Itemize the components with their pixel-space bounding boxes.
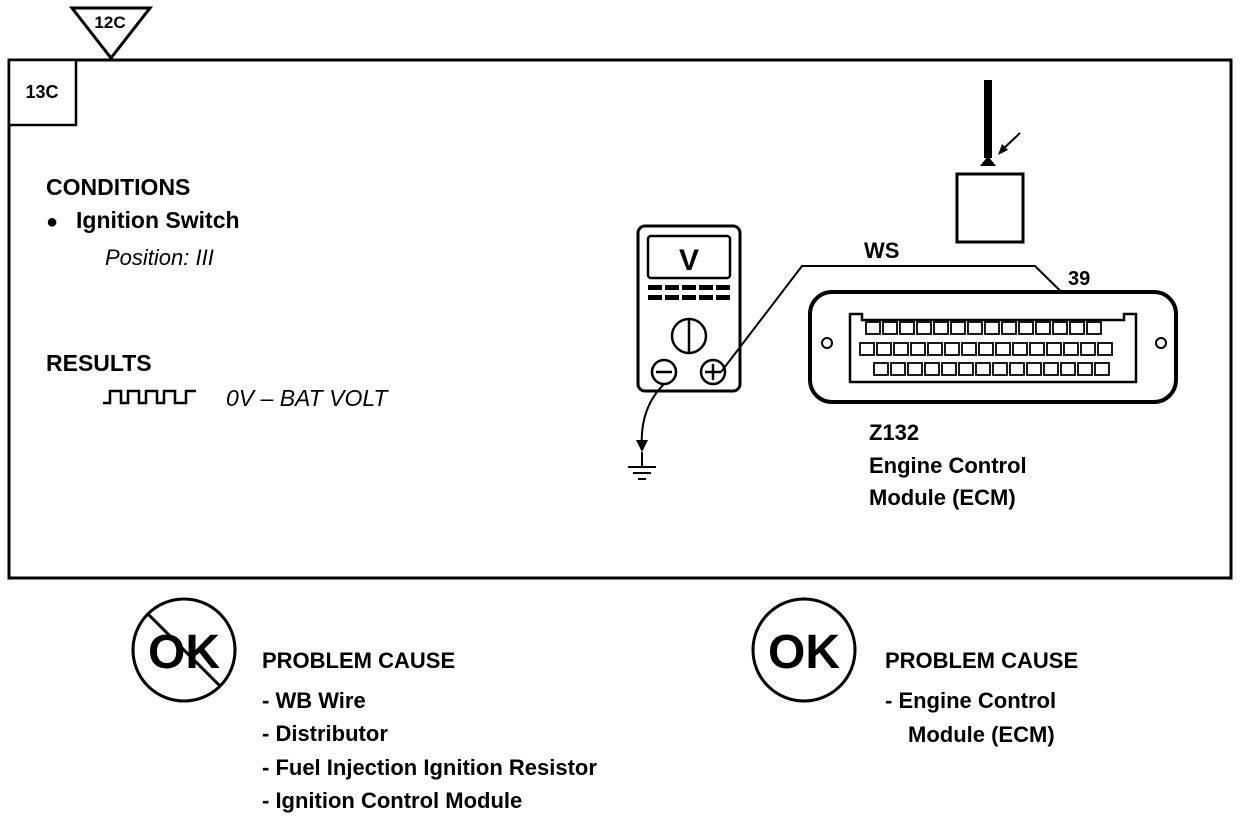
connector-pin (1026, 362, 1042, 376)
connector-pin (941, 362, 957, 376)
connector-pin (1063, 342, 1079, 356)
ecm-connector[interactable] (808, 290, 1178, 404)
cause-item: - Distributor (262, 721, 388, 746)
previous-step-marker[interactable]: 12C (68, 6, 154, 61)
ok-outcome[interactable]: OK PROBLEM CAUSE - Engine Control Module… (751, 597, 1078, 747)
connector-pin (924, 362, 940, 376)
condition-position: Position: III (105, 245, 214, 270)
connector-pin (1077, 362, 1093, 376)
connector-pin (992, 362, 1008, 376)
ground-icon (628, 466, 656, 480)
connector-pin (967, 321, 983, 335)
connector-pin (978, 342, 994, 356)
step-tag: 13C (7, 58, 78, 127)
connector-pin (1080, 342, 1096, 356)
connector-pin (1052, 321, 1068, 335)
component-label: Z132 Engine Control Module (ECM) (869, 420, 1027, 510)
connector-pin (893, 342, 909, 356)
connector-pin (882, 321, 898, 335)
component-code: Z132 (869, 420, 919, 445)
voltmeter-dial[interactable] (670, 317, 708, 355)
ground-lead (636, 383, 665, 467)
not-ok-badge-label: OK (148, 626, 220, 679)
connector-pin (876, 342, 892, 356)
connector-pin (995, 342, 1011, 356)
harness-plug (955, 80, 1025, 244)
connector-pin (1094, 362, 1110, 376)
connector-pin (899, 321, 915, 335)
not-ok-outcome[interactable]: OK PROBLEM CAUSE - WB Wire - Distributor… (131, 597, 597, 813)
connector-pin (944, 342, 960, 356)
connector-pin (1029, 342, 1045, 356)
connector-pin (1035, 321, 1051, 335)
ok-cause-line2: Module (ECM) (908, 722, 1055, 747)
ok-cause-line1: - Engine Control (885, 688, 1056, 713)
voltmeter-keypad (648, 285, 730, 300)
connector-pin (1069, 321, 1085, 335)
cause-item: - Fuel Injection Ignition Resistor (262, 755, 597, 780)
connector-pin (1060, 362, 1076, 376)
component-name-line1: Engine Control (869, 453, 1027, 478)
arrow-icon (998, 132, 1021, 155)
not-ok-badge-icon: OK (131, 597, 237, 703)
results-section: RESULTS 0V – BAT VOLT (46, 350, 389, 411)
connector-pin (927, 342, 943, 356)
connector-pin-grid (859, 321, 1113, 376)
bullet-icon: ● (46, 211, 58, 233)
connector-pin (890, 362, 906, 376)
connector-pin (910, 342, 926, 356)
connector-pin (916, 321, 932, 335)
pin-number-label: 39 (1068, 268, 1090, 290)
results-heading: RESULTS (46, 350, 152, 376)
step-frame (7, 58, 1233, 580)
connector-pin (1046, 342, 1062, 356)
connector-pin (873, 362, 889, 376)
condition-item: Ignition Switch (76, 207, 240, 233)
voltmeter[interactable]: V (636, 224, 742, 393)
connector-pin (865, 321, 881, 335)
voltmeter-display (646, 234, 732, 280)
connector-pin (975, 362, 991, 376)
cause-item: - Ignition Control Module (262, 788, 522, 813)
connector-pin (1001, 321, 1017, 335)
ok-badge-label: OK (768, 626, 840, 679)
not-ok-heading: PROBLEM CAUSE (262, 648, 455, 673)
connector-pin (984, 321, 1000, 335)
connector-pin (1043, 362, 1059, 376)
ok-heading: PROBLEM CAUSE (885, 648, 1078, 673)
connector-pin (961, 342, 977, 356)
results-value: 0V – BAT VOLT (226, 385, 389, 411)
connector-pin (1097, 342, 1113, 356)
component-name-line2: Module (ECM) (869, 485, 1016, 510)
connector-pin (958, 362, 974, 376)
connector-pin (1086, 321, 1102, 335)
square-wave-icon (103, 389, 196, 405)
connector-pin (1009, 362, 1025, 376)
wire-color-label: WS (864, 238, 899, 263)
connector-pin (907, 362, 923, 376)
step-id: 13C (25, 82, 58, 102)
conditions-section: CONDITIONS ● Ignition Switch Position: I… (46, 174, 240, 270)
positive-terminal[interactable] (699, 358, 727, 386)
connector-pin (933, 321, 949, 335)
connector-pin (1012, 342, 1028, 356)
conditions-heading: CONDITIONS (46, 174, 190, 200)
connector-pin (1018, 321, 1034, 335)
previous-step-label: 12C (94, 13, 125, 32)
connector-pin (859, 342, 875, 356)
connector-pin (950, 321, 966, 335)
voltmeter-mode: V (679, 244, 699, 277)
cause-item: - WB Wire (262, 688, 366, 713)
ok-badge-icon: OK (751, 597, 857, 703)
negative-terminal[interactable] (650, 358, 678, 386)
